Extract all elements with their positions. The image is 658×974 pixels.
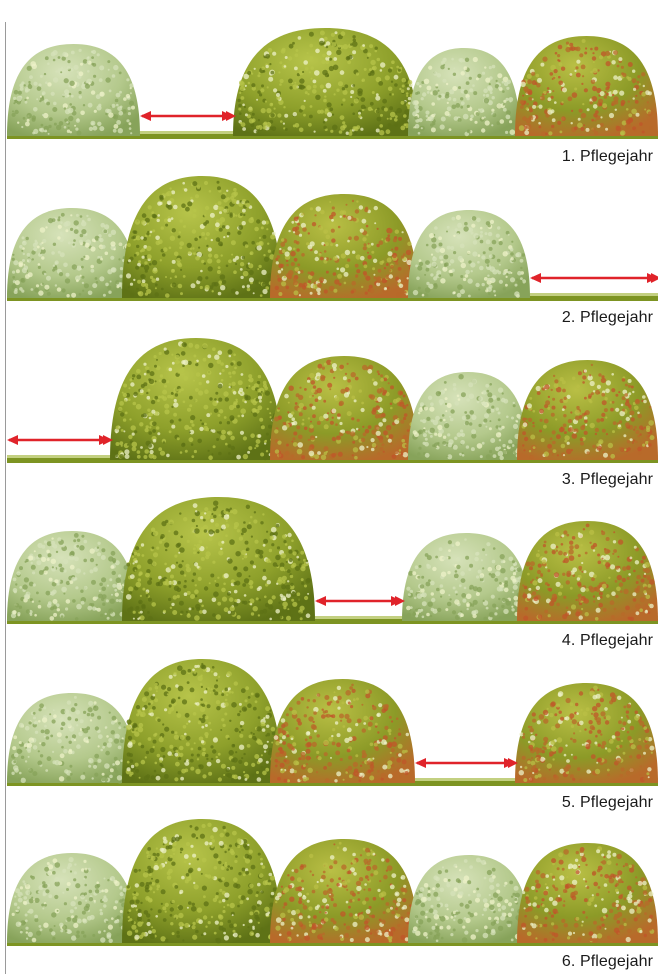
shrub-olive [122,819,282,943]
shrub-red [517,521,658,621]
shrub-red [270,194,418,298]
hedge-panel-3 [7,338,658,463]
shrub-pale [402,533,530,621]
hedge-panel-4 [7,497,658,624]
shrub-olive [122,176,282,298]
shrub-pale [408,210,530,298]
shrub-red [270,679,415,783]
shrub-red [517,360,658,460]
shrub-olive [122,497,315,621]
shrub-pale [7,531,137,621]
shrub-pale [7,853,137,943]
panel-label-year-2: 2. Pflegejahr [562,309,653,327]
panel-label-year-3: 3. Pflegejahr [562,471,653,489]
shrub-red [515,683,658,783]
shrub-pale [7,693,137,784]
panel-label-year-6: 6. Pflegejahr [562,953,653,971]
hedge-panel-6 [7,819,658,946]
gap-arrow [315,596,402,606]
shrub-pale [408,372,528,460]
gap-arrow [415,758,515,768]
shrub-pale [408,855,530,943]
shrub-pale [7,208,137,298]
shrub-red [270,839,418,943]
panel-label-year-1: 1. Pflegejahr [562,148,653,166]
shrub-pale [408,48,520,136]
hedge-panel-5 [7,659,658,786]
panel-label-year-5: 5. Pflegejahr [562,794,653,812]
shrub-olive [110,338,282,460]
gap-arrow [7,435,110,445]
hedge-panel-2 [7,176,658,301]
shrub-red [515,36,658,137]
shrub-olive [122,659,282,783]
shrub-red [517,843,658,943]
shrub-red [270,356,418,460]
gap-arrow [140,111,233,121]
shrub-pale [7,44,140,136]
shrub-olive [233,28,418,136]
gap-arrow [530,273,658,283]
panel-label-year-4: 4. Pflegejahr [562,632,653,650]
hedge-panel-1 [7,28,658,139]
